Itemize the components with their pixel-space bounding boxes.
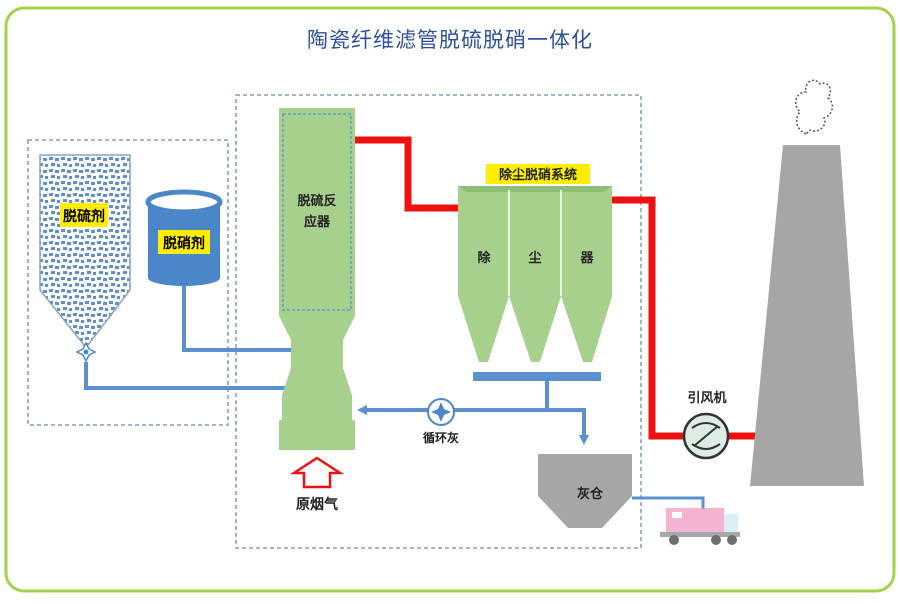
- raw-gas-label: 原烟气: [296, 496, 338, 513]
- denitrifier-label-bg: [158, 230, 210, 254]
- ash-truck-icon: [660, 508, 740, 545]
- desulfurizer-silo: 脱硫剂: [39, 154, 131, 346]
- smoke-puff-icon: [795, 79, 834, 135]
- flue-duct-to-stack: [612, 196, 760, 440]
- collector-label-3: 器: [579, 251, 594, 266]
- denitrifier-feed-pipe: [182, 286, 292, 352]
- collector-label-1: 除: [477, 250, 491, 266]
- system-label-bg: [486, 164, 590, 184]
- denitrifier-tank: 脱硝剂: [145, 189, 223, 286]
- collector-label-2: 尘: [528, 250, 541, 266]
- outer-border: [4, 6, 896, 593]
- raw-gas-arrow-icon: [289, 456, 345, 489]
- ash-silo-label: 灰仓: [577, 486, 604, 502]
- ash-silo: 灰仓: [538, 454, 632, 528]
- recirc-label: 循环灰: [423, 430, 459, 445]
- denitrifier-label: 脱硝剂: [163, 235, 205, 252]
- diagram-title: 陶瓷纤维滤管脱硫脱硝一体化: [307, 28, 593, 52]
- fan-label: 引风机: [687, 390, 726, 406]
- reactor-label-line1: 脱硫反: [297, 193, 336, 209]
- desulfurization-reactor: 脱硫反 应器: [279, 108, 355, 450]
- dust-collector: 除尘脱硝系统 除 尘 器: [458, 164, 612, 362]
- recirculation-fan-icon: [427, 398, 455, 426]
- ash-discharge-pipe: [632, 496, 705, 510]
- system-label: 除尘脱硝系统: [499, 167, 577, 183]
- chimney-stack: [750, 145, 864, 486]
- desulfurizer-label: 脱硫剂: [63, 208, 105, 225]
- desulfurizer-label-bg: [60, 203, 108, 227]
- feed-dashed-box: [27, 139, 229, 426]
- ash-silo-feed-pipe: [547, 408, 589, 445]
- desulfurizer-feed-pipe: [84, 362, 292, 390]
- ash-conveyor: [473, 372, 601, 381]
- reactor-label-line2: 应器: [304, 214, 331, 230]
- rotary-valve-icon: [75, 341, 97, 363]
- flue-duct-to-collector: [355, 136, 460, 212]
- system-dashed-box: [235, 94, 642, 549]
- induced-draft-fan-icon: [682, 412, 730, 460]
